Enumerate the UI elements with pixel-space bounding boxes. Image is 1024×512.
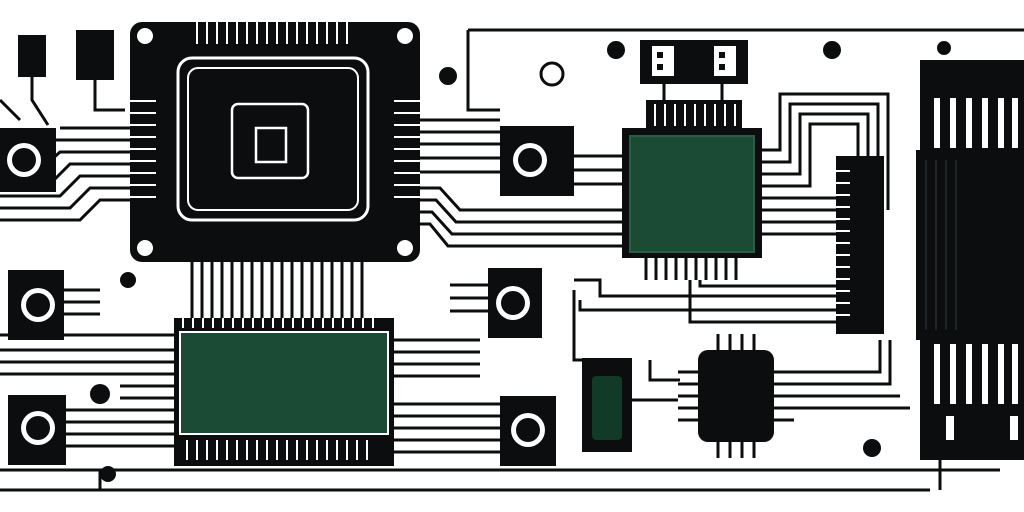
- controller-chip-bottom-leads: [644, 258, 738, 280]
- connector-comb: [836, 156, 884, 334]
- bus-traces-vertical: [190, 236, 364, 320]
- small-capacitor-green: [582, 358, 632, 452]
- processor-chip-large: [130, 22, 420, 262]
- jumper-header: [640, 40, 748, 104]
- lower-right-traces: [632, 340, 910, 410]
- controller-chip-green: [622, 100, 762, 258]
- via-ring: [539, 61, 565, 87]
- connector-comb-teeth: [836, 170, 850, 316]
- left-traces-lower: [0, 288, 176, 448]
- qfp-chip-leads: [678, 334, 794, 458]
- memory-chip-pins: [182, 318, 374, 460]
- header-pins-top-left: [0, 30, 125, 126]
- edge-connector-ridges: [925, 160, 957, 330]
- connector-pad-mid-1: [500, 126, 574, 196]
- connector-pad-left-1: [0, 128, 56, 192]
- connector-pad-mid-3: [500, 396, 556, 466]
- processor-side-pins: [130, 100, 420, 198]
- right-routing-traces: [572, 92, 890, 382]
- connector-pad-left-2: [8, 270, 64, 340]
- mid-traces: [390, 283, 500, 454]
- connector-pad-left-3: [8, 395, 66, 465]
- right-traces-upper: [420, 118, 630, 248]
- processor-top-pins: [196, 22, 348, 44]
- connector-pad-mid-2: [488, 268, 542, 338]
- qfp-chip-small: [698, 350, 774, 442]
- edge-connector-slots: [934, 98, 1018, 440]
- board-outline: [0, 28, 1024, 492]
- vias: [90, 41, 951, 482]
